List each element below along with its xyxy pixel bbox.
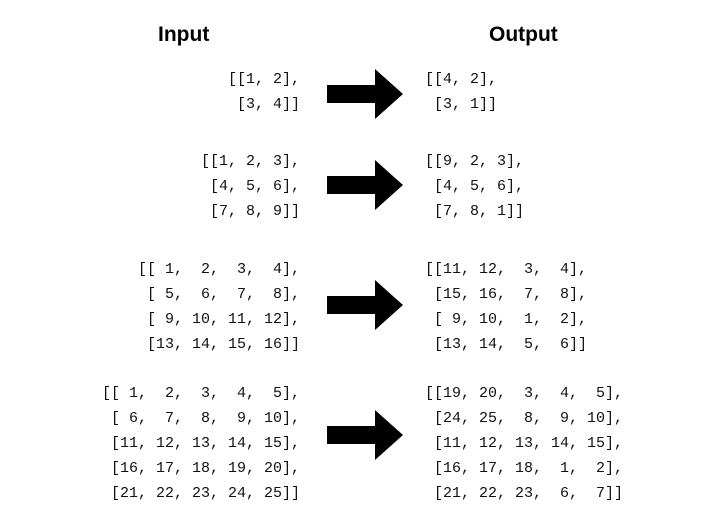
matrix-row: [[ 1, 2, 3, 4, 5], [101,385,300,402]
matrix-row: [4, 5, 6], [200,178,300,195]
matrix-row: [11, 12, 13, 14, 15], [101,435,300,452]
matrix-row: [7, 8, 1]] [425,203,525,220]
right-arrow-icon [327,160,403,210]
matrix-row: [ 9, 10, 11, 12], [137,311,300,328]
input-matrix-4x4: [[ 1, 2, 3, 4], [ 5, 6, 7, 8], [ 9, 10, … [138,257,300,357]
matrix-row: [24, 25, 8, 9, 10], [425,410,624,427]
matrix-row: [11, 12, 13, 14, 15], [425,435,624,452]
output-heading: Output [489,23,558,46]
output-matrix-2x2: [[4, 2], [3, 1]] [425,67,497,117]
matrix-row: [16, 17, 18, 19, 20], [101,460,300,477]
input-matrix-2x2: [[1, 2], [3, 4]] [228,67,300,117]
matrix-row: [[4, 2], [425,71,498,88]
matrix-row: [4, 5, 6], [425,178,525,195]
matrix-row: [13, 14, 15, 16]] [137,336,300,353]
matrix-row: [ 6, 7, 8, 9, 10], [101,410,300,427]
output-matrix-4x4: [[11, 12, 3, 4], [15, 16, 7, 8], [ 9, 10… [425,257,587,357]
matrix-row: [7, 8, 9]] [200,203,300,220]
matrix-row: [21, 22, 23, 24, 25]] [101,485,300,502]
right-arrow-icon [327,410,403,460]
matrix-row: [ 9, 10, 1, 2], [425,311,588,328]
matrix-row: [16, 17, 18, 1, 2], [425,460,624,477]
matrix-row: [[1, 2], [227,71,300,88]
output-matrix-5x5: [[19, 20, 3, 4, 5], [24, 25, 8, 9, 10], … [425,381,623,506]
right-arrow-icon [327,69,403,119]
matrix-row: [[9, 2, 3], [425,153,525,170]
matrix-row: [15, 16, 7, 8], [425,286,588,303]
right-arrow-icon [327,280,403,330]
input-matrix-3x3: [[1, 2, 3], [4, 5, 6], [7, 8, 9]] [201,149,300,224]
matrix-row: [13, 14, 5, 6]] [425,336,588,353]
matrix-row: [[1, 2, 3], [200,153,300,170]
matrix-row: [[ 1, 2, 3, 4], [137,261,300,278]
matrix-row: [21, 22, 23, 6, 7]] [425,485,624,502]
matrix-row: [[11, 12, 3, 4], [425,261,588,278]
matrix-row: [ 5, 6, 7, 8], [137,286,300,303]
matrix-row: [3, 1]] [425,96,498,113]
input-matrix-5x5: [[ 1, 2, 3, 4, 5], [ 6, 7, 8, 9, 10], [1… [102,381,300,506]
matrix-row: [[19, 20, 3, 4, 5], [425,385,624,402]
input-heading: Input [158,23,210,46]
matrix-row: [3, 4]] [227,96,300,113]
output-matrix-3x3: [[9, 2, 3], [4, 5, 6], [7, 8, 1]] [425,149,524,224]
